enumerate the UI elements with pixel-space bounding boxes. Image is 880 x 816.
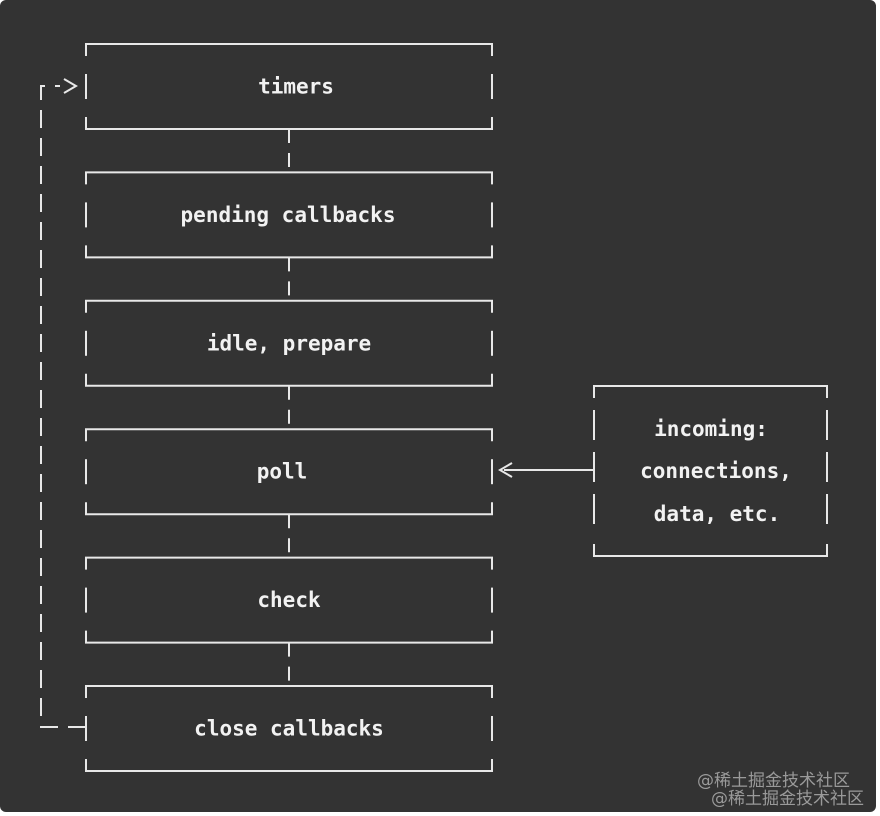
phase-box-top-edge (85, 171, 493, 185)
phase-label: idle, prepare (207, 331, 371, 355)
phase-box-top-edge (85, 556, 493, 570)
incoming-box-top-edge (593, 385, 828, 398)
loop-back-arrow (40, 78, 86, 728)
phase-box-top-edge (85, 685, 493, 698)
incoming-line-2: connections, (640, 459, 792, 483)
loop-back-arrowhead-icon (63, 78, 78, 94)
loop-back-dashed-line (40, 85, 86, 728)
incoming-box: incoming: connections, data, etc. (593, 385, 828, 557)
phase-box-top-edge (85, 428, 493, 442)
phase-box-top-edge (85, 43, 493, 56)
phase-label: close callbacks (194, 717, 384, 741)
phase-box-timers: timers (85, 43, 493, 130)
phase-box-poll: poll (85, 428, 493, 516)
watermark-text: @稀土掘金技术社区 (697, 771, 850, 791)
incoming-box-bottom-edge (593, 544, 828, 557)
phase-boxes: timers pending callbacks idle, prepare poll… (85, 43, 493, 772)
incoming-to-poll-arrow (498, 462, 594, 478)
phase-box-close-callbacks: close callbacks (85, 685, 493, 772)
incoming-arrowhead-icon (498, 462, 513, 478)
incoming-line-3: data, etc. (654, 502, 780, 526)
phase-label: poll (257, 460, 308, 484)
incoming-line-1: incoming: (654, 417, 768, 441)
phase-label: check (257, 588, 321, 612)
phase-box-top-edge (85, 299, 493, 313)
phase-box-bottom-edge (85, 759, 493, 772)
watermark-text-shadow: @稀土掘金技术社区 (711, 789, 864, 809)
phase-label: pending callbacks (181, 203, 396, 227)
phase-label: timers (258, 75, 334, 99)
